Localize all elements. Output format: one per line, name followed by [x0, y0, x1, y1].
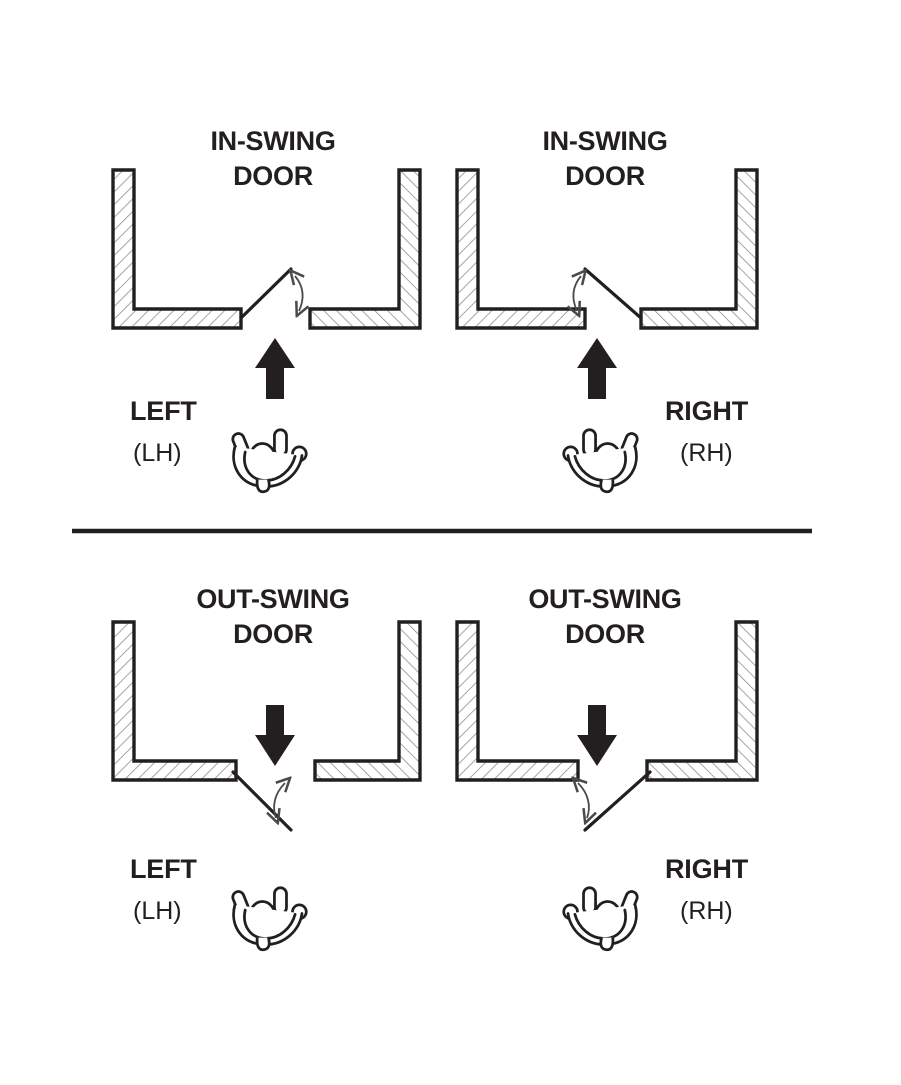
hand-label: RIGHT [665, 396, 749, 426]
panel-title-line1: OUT-SWING [528, 584, 681, 614]
panel-in-swing-left: IN-SWING DOOR LEFT (LH) [111, 126, 422, 494]
swing-arc-arrow [295, 276, 303, 311]
panel-title-line2: DOOR [233, 161, 313, 191]
panel-out-swing-right: OUT-SWING DOOR RIGHT (RH) [455, 584, 759, 952]
right-hand-icon [562, 428, 641, 494]
arrow-up-icon [577, 338, 617, 399]
hand-abbrev: (RH) [680, 439, 733, 467]
arrow-down-icon [255, 705, 295, 766]
panel-title-line1: IN-SWING [542, 126, 667, 156]
left-hand-icon [229, 886, 308, 952]
hand-abbrev: (LH) [133, 439, 182, 467]
door-leaf [583, 267, 643, 320]
hand-label: LEFT [130, 854, 197, 884]
wall-left-jamb [111, 168, 243, 330]
hand-label: RIGHT [665, 854, 749, 884]
wall-right-jamb [645, 620, 759, 782]
right-hand-icon [562, 886, 641, 952]
panel-in-swing-right: IN-SWING DOOR RIGHT (RH) [455, 126, 759, 494]
arrow-down-icon [577, 705, 617, 766]
wall-right-jamb [313, 620, 422, 782]
panel-title-line2: DOOR [233, 619, 313, 649]
wall-right-jamb [639, 168, 759, 330]
hand-label: LEFT [130, 396, 197, 426]
door-leaf [583, 770, 652, 832]
arrow-up-icon [255, 338, 295, 399]
panel-title-line1: OUT-SWING [196, 584, 349, 614]
wall-left-jamb [455, 620, 580, 782]
swing-arc-arrow [573, 276, 581, 311]
swing-arc-arrow [578, 783, 589, 818]
left-hand-icon [229, 428, 308, 494]
panel-out-swing-left: OUT-SWING DOOR LEFT (LH) [111, 584, 422, 952]
panel-title-line1: IN-SWING [210, 126, 335, 156]
door-leaf [231, 770, 293, 832]
wall-right-jamb [308, 168, 422, 330]
wall-left-jamb [111, 620, 238, 782]
panel-title-line2: DOOR [565, 619, 645, 649]
wall-left-jamb [455, 168, 587, 330]
hand-abbrev: (RH) [680, 897, 733, 925]
panel-title-line2: DOOR [565, 161, 645, 191]
door-leaf [239, 267, 293, 320]
swing-arc-arrow [274, 783, 285, 818]
hand-abbrev: (LH) [133, 897, 182, 925]
